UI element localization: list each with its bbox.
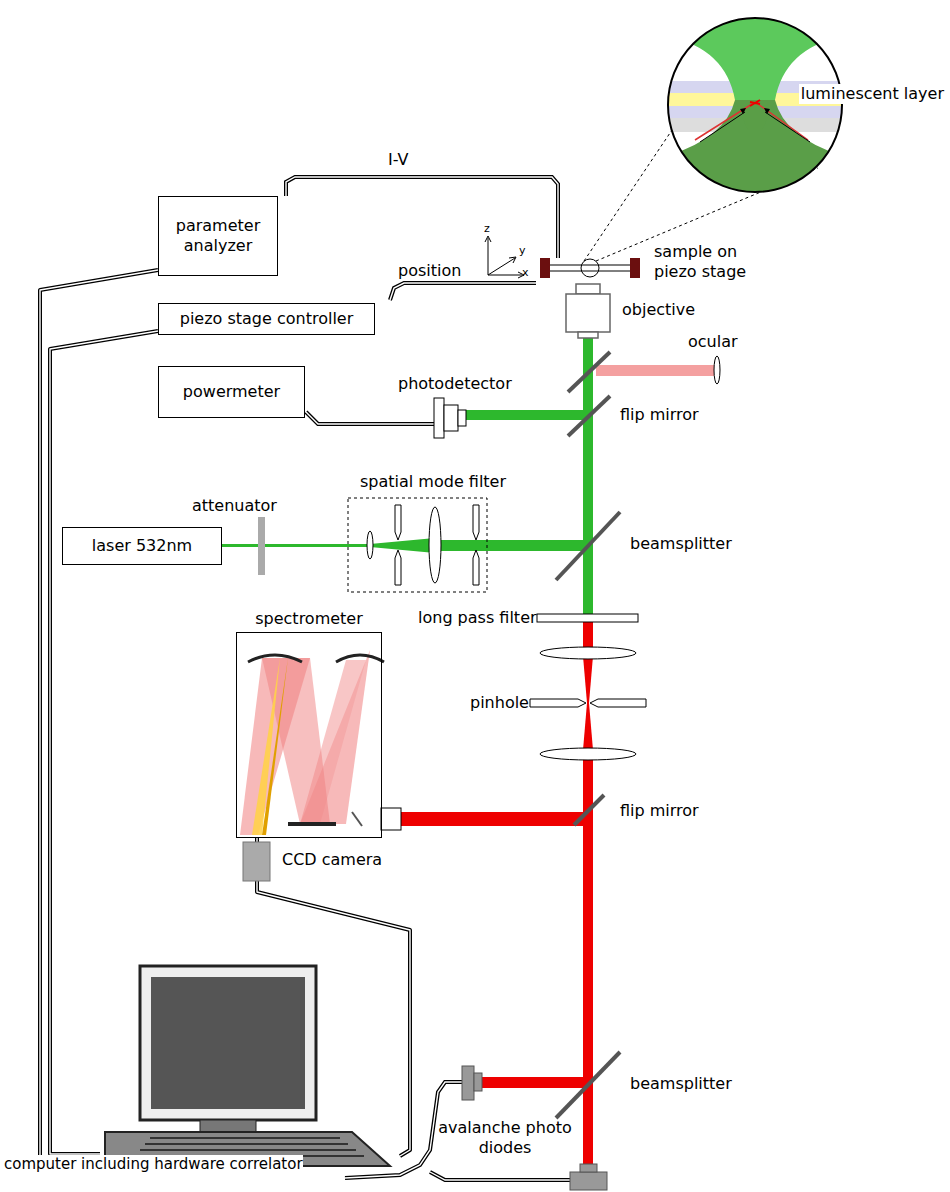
controller-box: piezo stage controller xyxy=(158,303,375,335)
long-pass-filter xyxy=(537,614,638,622)
ocular-beam xyxy=(596,365,714,376)
part-label: photodetector xyxy=(398,374,512,394)
part-label: z xyxy=(484,222,490,236)
node-heading: spectrometer xyxy=(237,609,381,629)
part-label: I-V xyxy=(388,150,409,170)
part-label: flip mirror xyxy=(620,801,699,821)
filter-optics xyxy=(367,505,479,585)
axes xyxy=(485,236,524,278)
part-label: sample on piezo stage xyxy=(654,242,774,282)
node-label: parameter analyzer xyxy=(165,216,271,256)
photodetector xyxy=(434,398,444,438)
attenuator-plate xyxy=(258,517,265,575)
piezo-stage xyxy=(540,258,640,278)
laser-box: laser 532nm xyxy=(62,527,222,565)
part-label: long pass filter xyxy=(418,608,537,628)
part-label: beamsplitter xyxy=(630,534,732,554)
node-label: laser 532nm xyxy=(92,536,192,556)
part-label: position xyxy=(398,261,461,281)
part-label: beamsplitter xyxy=(630,1074,732,1094)
node-label: powermeter xyxy=(183,382,280,402)
part-label: CCD camera xyxy=(282,850,382,870)
part-label: objective xyxy=(622,300,695,320)
part-label: spatial mode filter xyxy=(360,472,506,492)
spectrometer-box: spectrometer xyxy=(236,632,382,838)
part-label: flip mirror xyxy=(620,405,699,425)
part-label: ocular xyxy=(688,332,738,352)
node-heading: computer including hardware correlator xyxy=(4,1155,303,1174)
ocular-lens xyxy=(714,356,720,384)
filter-frame xyxy=(348,498,487,592)
objective-lens xyxy=(566,284,610,338)
pinhole-plate xyxy=(530,699,646,707)
lens xyxy=(540,647,636,659)
lens xyxy=(540,748,636,760)
node-label: piezo stage controller xyxy=(180,309,354,329)
part-label: avalanche photo diodes xyxy=(430,1118,580,1158)
computer: computer including hardware correlator xyxy=(100,962,400,1172)
part-label: attenuator xyxy=(192,496,277,516)
mirror xyxy=(556,352,620,1118)
part-label: luminescent layer xyxy=(799,84,946,104)
spectrometer-optics xyxy=(240,650,401,881)
part-label: pinhole xyxy=(470,693,529,713)
part-label: x xyxy=(522,266,529,280)
laser-beam xyxy=(583,338,593,618)
instrument-box: parameter analyzer xyxy=(158,196,278,276)
zoom-view xyxy=(660,10,850,210)
part-label: y xyxy=(519,244,526,258)
instrument-box: powermeter xyxy=(158,366,305,418)
laptop xyxy=(105,966,390,1166)
